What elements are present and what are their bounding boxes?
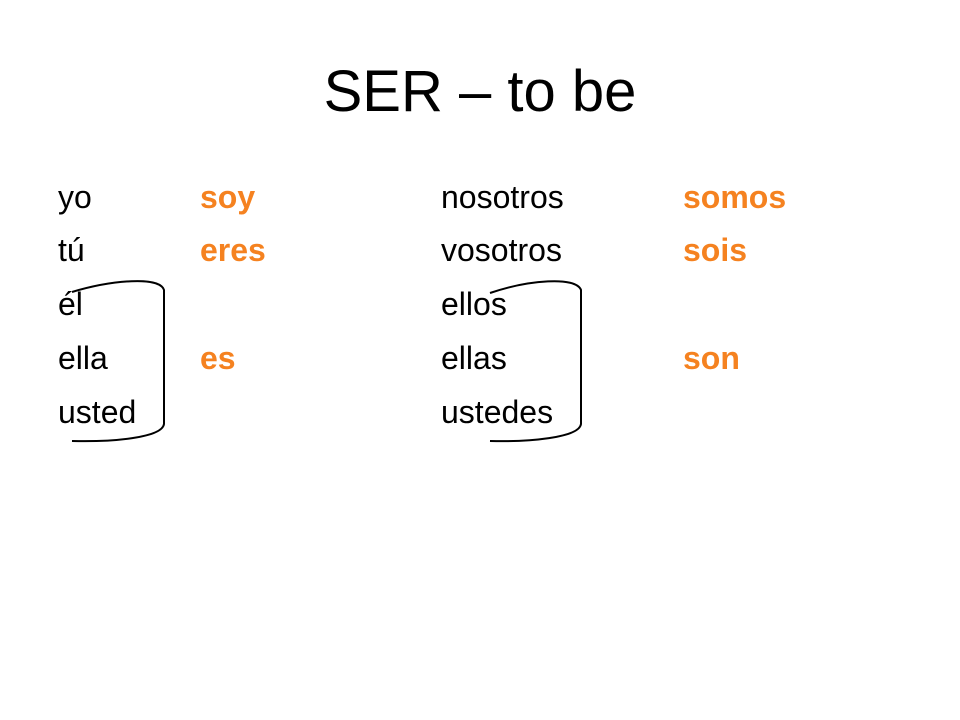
- verb-form-soy: soy: [200, 179, 256, 215]
- slide-title: SER – to be: [323, 59, 637, 124]
- pronoun-tu: tú: [58, 232, 85, 268]
- pronoun-ellas: ellas: [441, 340, 507, 376]
- verb-form-eres: eres: [200, 232, 266, 268]
- verb-form-somos: somos: [683, 179, 787, 215]
- pronoun-nosotros: nosotros: [441, 179, 564, 215]
- pronoun-yo: yo: [58, 179, 92, 215]
- pronoun-ella: ella: [58, 340, 108, 376]
- pronoun-ellos: ellos: [441, 286, 507, 322]
- pronoun-vosotros: vosotros: [441, 232, 562, 268]
- verb-form-es: es: [200, 340, 236, 376]
- verb-form-son: son: [683, 340, 740, 376]
- verb-form-sois: sois: [683, 232, 748, 268]
- pronoun-el: él: [58, 286, 83, 322]
- pronoun-usted: usted: [58, 394, 137, 430]
- pronoun-ustedes: ustedes: [441, 394, 554, 430]
